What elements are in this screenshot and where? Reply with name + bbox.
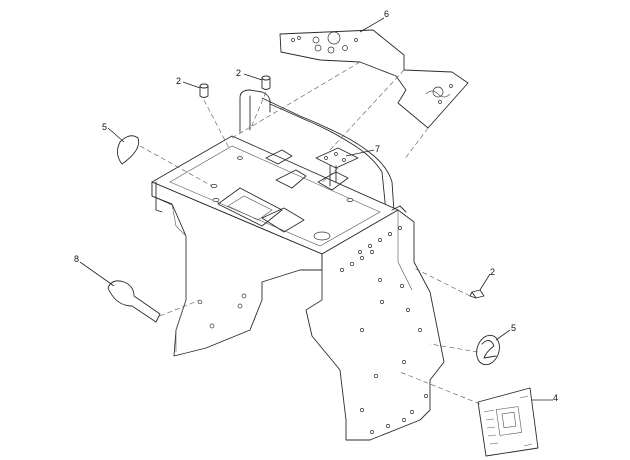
- phantom-lines: [139, 61, 481, 405]
- frame-hole-pattern: [340, 226, 428, 434]
- callout-2-middle: 2: [236, 68, 241, 78]
- leader-lines: [79, 17, 553, 401]
- callout-7: 7: [375, 144, 380, 154]
- callout-4: 4: [553, 393, 558, 403]
- part-2-screw-c: [469, 289, 485, 299]
- part-7-bracket: [315, 147, 359, 187]
- callout-6: 6: [384, 9, 389, 19]
- callout-2-right: 2: [490, 267, 495, 277]
- part-4-decal-panel: [477, 387, 539, 457]
- callout-5-right: 5: [511, 323, 516, 333]
- callout-2-left: 2: [176, 76, 181, 86]
- part-5-round-decal-left: [117, 135, 140, 165]
- part-frame: [151, 89, 445, 441]
- callout-5-left: 5: [102, 122, 107, 132]
- part-8-lever: [107, 280, 161, 323]
- part-6-decal-plate: [279, 29, 469, 129]
- part-2-screw-a: [199, 83, 209, 98]
- callout-8: 8: [74, 254, 79, 264]
- part-2-screw-b: [261, 75, 271, 90]
- callout-labels: 6 2 2 5 7 8 2 5 4: [74, 9, 558, 403]
- part-5-round-decal-right: [476, 334, 500, 366]
